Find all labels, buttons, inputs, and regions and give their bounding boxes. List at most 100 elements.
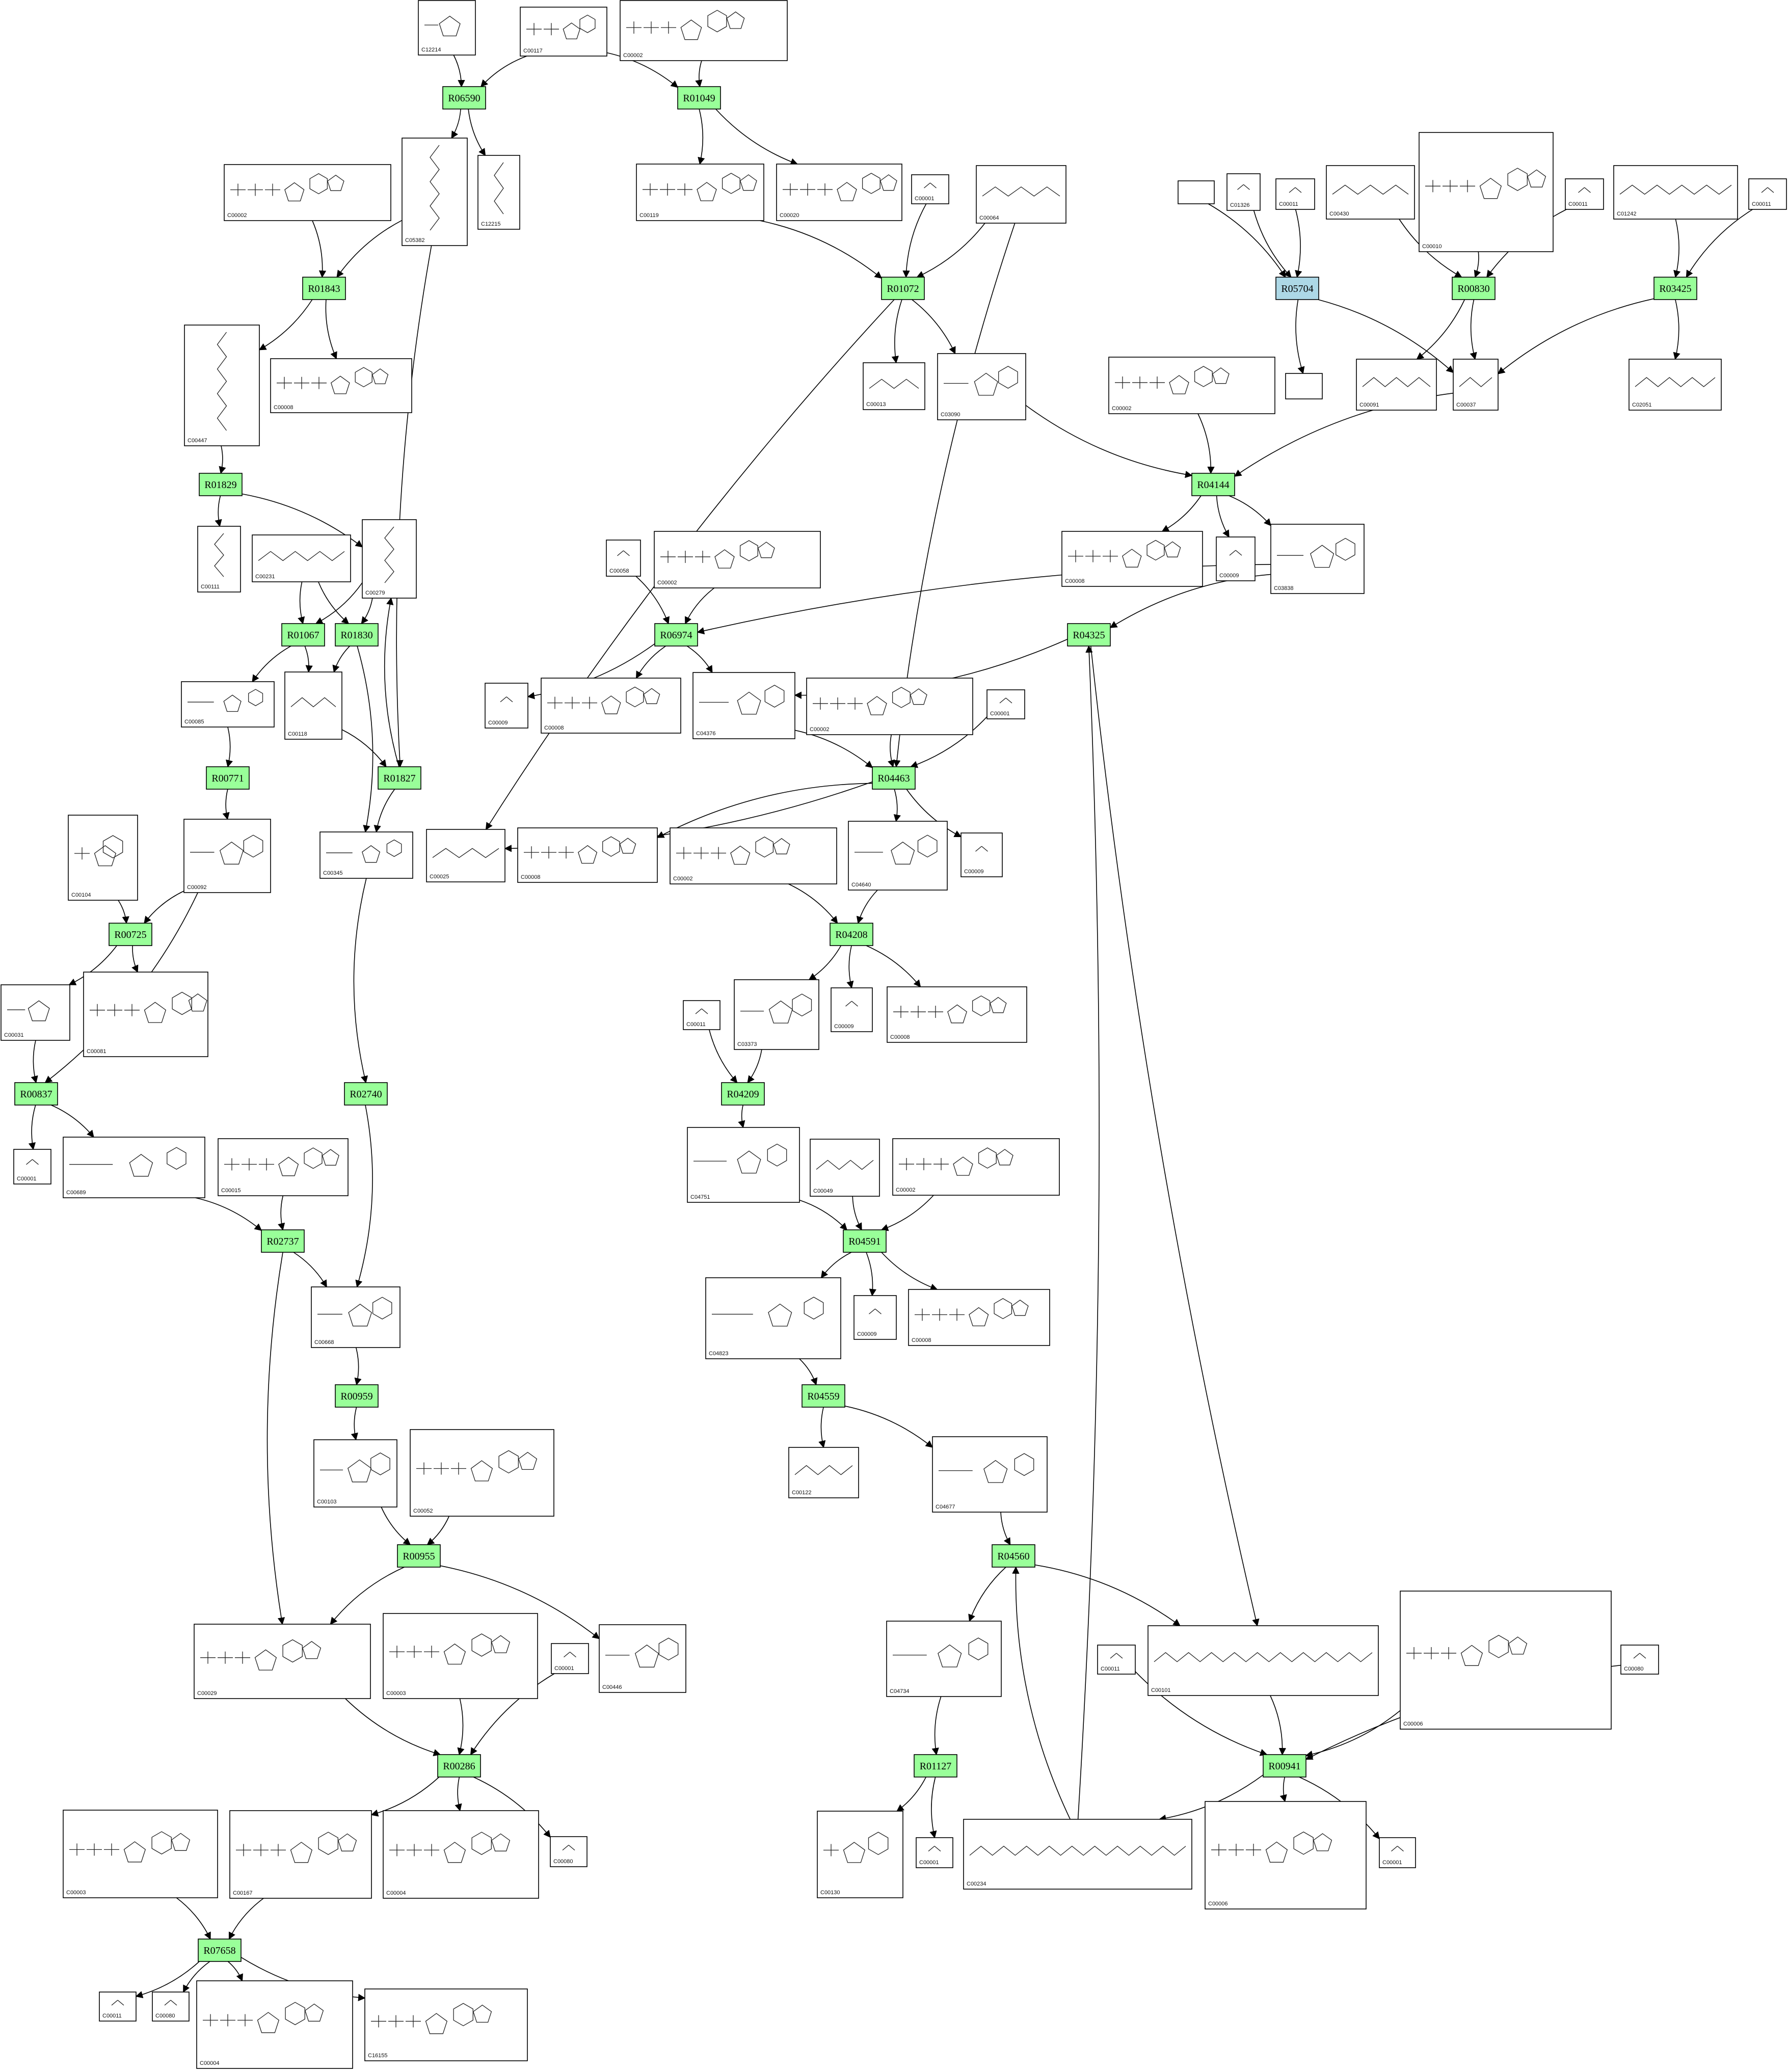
- compound-node[interactable]: C00085: [181, 681, 275, 728]
- compound-node[interactable]: C00006: [1205, 1801, 1367, 1909]
- compound-node[interactable]: C00009: [960, 832, 1003, 877]
- compound-node[interactable]: C00101: [1147, 1625, 1379, 1696]
- compound-node[interactable]: C00080: [152, 1992, 190, 2022]
- reaction-node[interactable]: R01843: [302, 277, 346, 300]
- compound-node[interactable]: C00118: [284, 671, 342, 740]
- compound-node[interactable]: C00091: [1356, 359, 1437, 411]
- compound-node[interactable]: C03090: [937, 353, 1026, 420]
- compound-node[interactable]: C03373: [734, 979, 819, 1050]
- reaction-node[interactable]: R04209: [721, 1082, 765, 1106]
- compound-node[interactable]: C00004: [383, 1810, 539, 1899]
- reaction-node[interactable]: R00725: [109, 923, 152, 946]
- reaction-node[interactable]: R01830: [335, 623, 379, 647]
- compound-node[interactable]: C00119: [636, 164, 764, 221]
- reaction-node[interactable]: R01127: [914, 1754, 957, 1778]
- compound-node[interactable]: C00011: [683, 1000, 720, 1030]
- compound-node[interactable]: C00002: [670, 827, 837, 884]
- compound-node[interactable]: C03838: [1270, 524, 1365, 594]
- compound-node[interactable]: C00430: [1326, 165, 1415, 220]
- compound-node[interactable]: C00009: [853, 1295, 897, 1340]
- compound-node[interactable]: C00006: [1400, 1591, 1612, 1730]
- reaction-node[interactable]: R06974: [654, 623, 698, 647]
- compound-node[interactable]: C00081: [83, 972, 208, 1057]
- compound-node[interactable]: C00080: [1620, 1645, 1659, 1675]
- compound-node[interactable]: C00002: [620, 0, 788, 61]
- compound-node[interactable]: C00031: [1, 984, 70, 1041]
- compound-node[interactable]: C00049: [810, 1139, 880, 1197]
- compound-node[interactable]: C00001: [916, 1837, 953, 1868]
- compound-node[interactable]: C00279: [362, 519, 417, 599]
- compound-node[interactable]: C00011: [1748, 178, 1787, 210]
- compound-node[interactable]: C00446: [599, 1624, 686, 1693]
- reaction-node[interactable]: R01829: [199, 473, 243, 496]
- compound-node[interactable]: C00001: [986, 689, 1025, 719]
- compound-node[interactable]: C00234: [963, 1819, 1192, 1890]
- compound-node[interactable]: [1178, 180, 1215, 204]
- compound-node[interactable]: C00011: [1275, 178, 1315, 210]
- compound-node[interactable]: C00013: [863, 362, 925, 410]
- compound-node[interactable]: C00058: [606, 540, 641, 577]
- reaction-node[interactable]: R05704: [1275, 277, 1319, 300]
- compound-node[interactable]: C00003: [383, 1613, 538, 1699]
- compound-node[interactable]: C00010: [1419, 132, 1554, 252]
- reaction-node[interactable]: R01072: [881, 277, 925, 300]
- compound-node[interactable]: C00009: [485, 683, 528, 729]
- compound-node[interactable]: C01242: [1613, 165, 1738, 220]
- compound-node[interactable]: C00002: [654, 531, 821, 588]
- compound-node[interactable]: C00004: [196, 1980, 353, 2069]
- compound-node[interactable]: C00008: [270, 358, 412, 413]
- reaction-node[interactable]: R07658: [198, 1939, 242, 1962]
- compound-node[interactable]: C00001: [13, 1149, 51, 1185]
- compound-node[interactable]: C00001: [911, 174, 949, 204]
- compound-node[interactable]: [1285, 373, 1323, 399]
- compound-node[interactable]: C00167: [229, 1810, 372, 1899]
- compound-node[interactable]: C00009: [831, 987, 873, 1032]
- compound-node[interactable]: C04677: [932, 1436, 1048, 1513]
- compound-node[interactable]: C00447: [184, 325, 260, 446]
- compound-node[interactable]: C00008: [887, 986, 1027, 1043]
- compound-node[interactable]: C05382: [402, 138, 468, 246]
- reaction-node[interactable]: R02740: [344, 1082, 388, 1106]
- compound-node[interactable]: C01326: [1226, 173, 1261, 211]
- compound-node[interactable]: C00117: [520, 7, 607, 57]
- compound-node[interactable]: C00002: [892, 1138, 1060, 1196]
- compound-node[interactable]: C00122: [788, 1447, 859, 1498]
- reaction-node[interactable]: R01827: [378, 766, 421, 790]
- compound-node[interactable]: C00064: [976, 165, 1066, 224]
- compound-node[interactable]: C00011: [1565, 178, 1604, 210]
- reaction-node[interactable]: R04325: [1067, 623, 1111, 647]
- compound-node[interactable]: C00080: [550, 1836, 588, 1867]
- compound-node[interactable]: C00002: [806, 678, 973, 735]
- reaction-node[interactable]: R01049: [677, 86, 721, 110]
- compound-node[interactable]: C00025: [426, 829, 505, 882]
- reaction-node[interactable]: R00955: [397, 1544, 441, 1568]
- compound-node[interactable]: C00104: [68, 815, 138, 901]
- reaction-node[interactable]: R01067: [281, 623, 325, 647]
- compound-node[interactable]: C00668: [311, 1286, 401, 1348]
- compound-node[interactable]: C00092: [183, 819, 271, 893]
- compound-node[interactable]: C00029: [194, 1624, 371, 1699]
- reaction-node[interactable]: R04144: [1191, 473, 1235, 496]
- compound-node[interactable]: C00103: [313, 1439, 397, 1508]
- compound-node[interactable]: C00009: [1216, 536, 1256, 581]
- compound-node[interactable]: C00011: [1097, 1645, 1136, 1675]
- compound-node[interactable]: C00020: [776, 164, 902, 221]
- reaction-node[interactable]: R02737: [261, 1229, 305, 1253]
- reaction-node[interactable]: R04463: [872, 766, 916, 790]
- reaction-node[interactable]: R00771: [206, 766, 250, 790]
- compound-node[interactable]: C00001: [551, 1643, 589, 1674]
- reaction-node[interactable]: R00830: [1452, 277, 1496, 300]
- compound-node[interactable]: C04640: [848, 821, 948, 891]
- compound-node[interactable]: C00011: [99, 1992, 137, 2022]
- reaction-node[interactable]: R06590: [442, 86, 486, 110]
- compound-node[interactable]: C00689: [63, 1137, 205, 1198]
- compound-node[interactable]: C00111: [197, 526, 241, 593]
- compound-node[interactable]: C00037: [1453, 359, 1499, 411]
- compound-node[interactable]: C00008: [541, 678, 681, 734]
- compound-node[interactable]: C00002: [1108, 357, 1275, 414]
- reaction-node[interactable]: R00286: [437, 1754, 481, 1778]
- compound-node[interactable]: C16155: [364, 1988, 528, 2061]
- compound-node[interactable]: C04376: [692, 672, 795, 739]
- compound-node[interactable]: C04734: [886, 1621, 1002, 1697]
- compound-node[interactable]: C12214: [418, 0, 476, 56]
